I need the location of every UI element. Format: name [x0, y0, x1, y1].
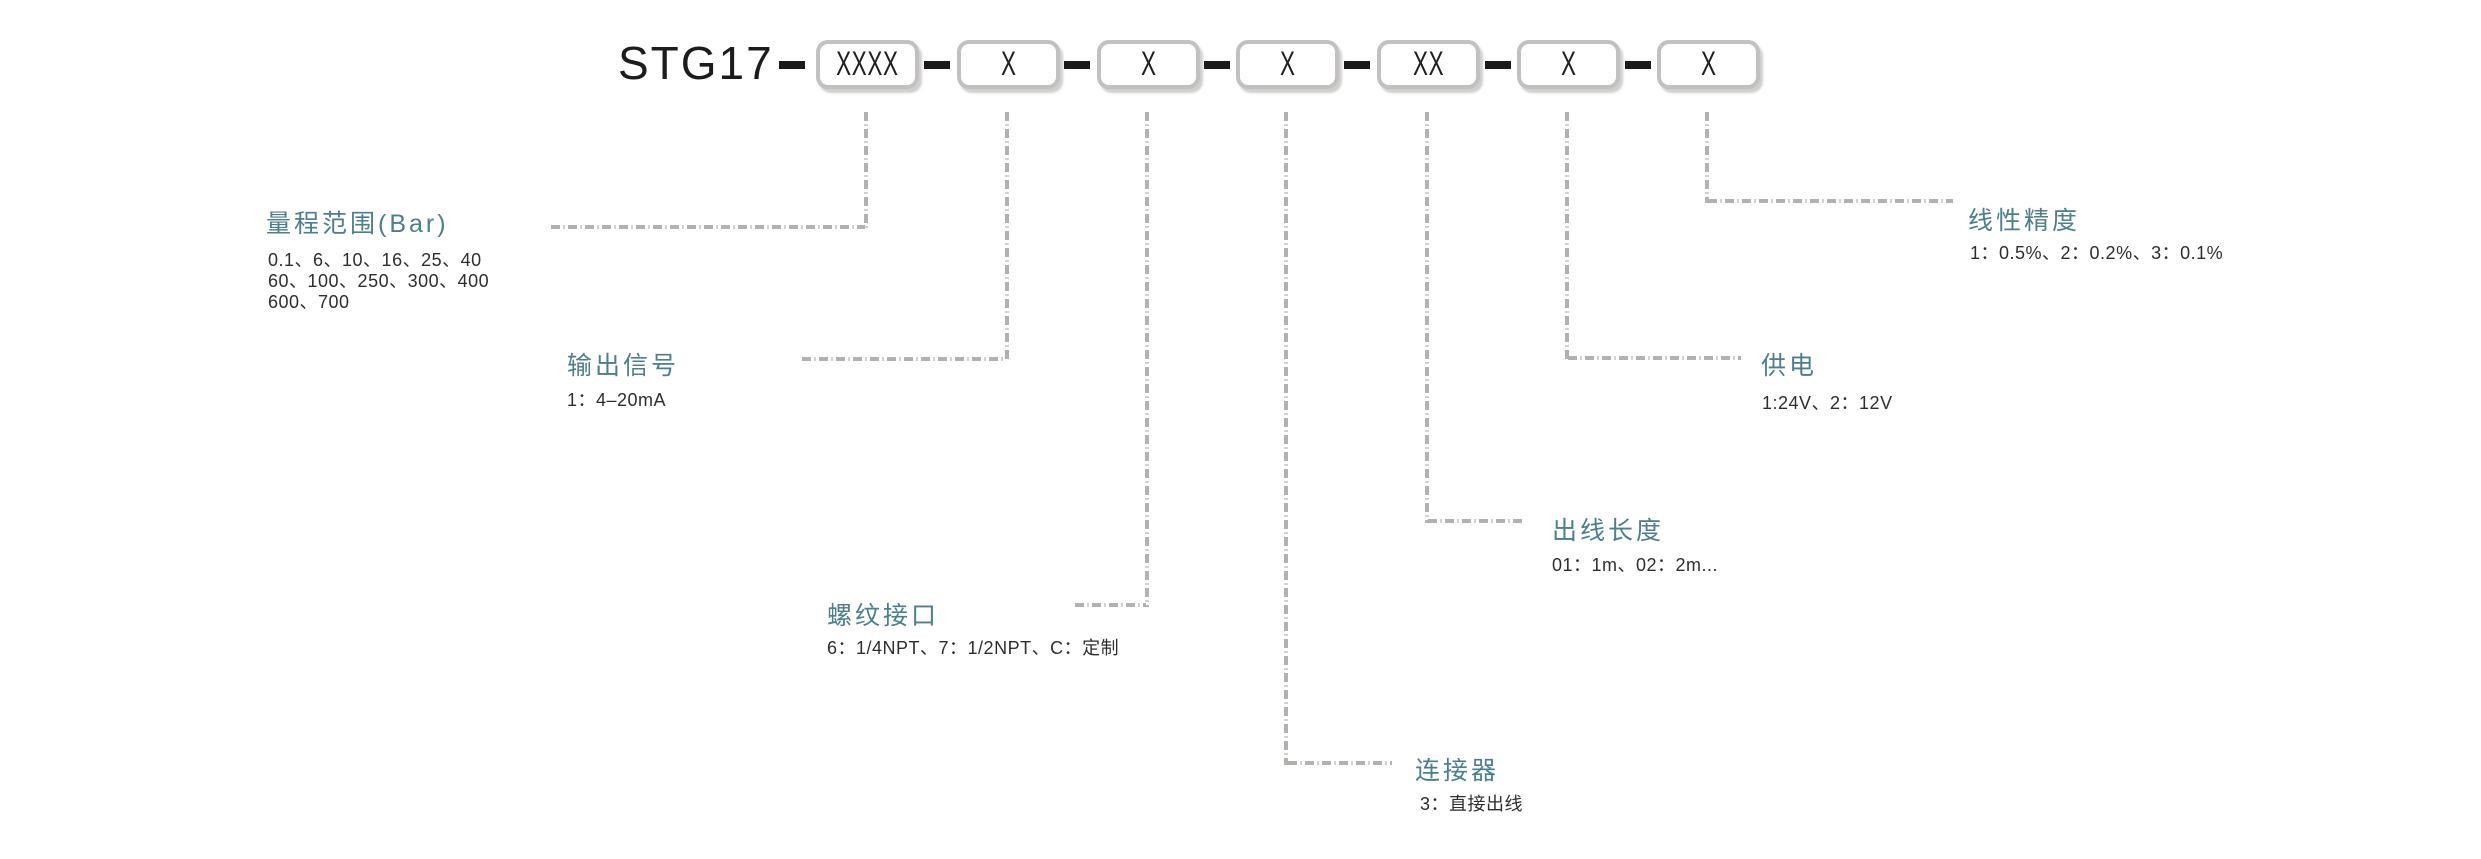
label-range-values-line2: 60、100、250、300、400	[268, 271, 490, 291]
label-thread-title: 螺纹接口	[827, 602, 940, 630]
code-separator-dash	[779, 61, 805, 69]
label-thread-value: 6：1/4NPT、7：1/2NPT、C：定制	[827, 638, 1120, 658]
leader-line-connector-vertical	[1284, 112, 1288, 765]
leader-line-power-horizontal	[1568, 356, 1741, 360]
label-cable-title: 出线长度	[1552, 517, 1665, 545]
label-range-title: 量程范围(Bar)	[266, 210, 449, 238]
leader-line-thread-vertical	[1145, 112, 1149, 607]
code-box-accuracy: X	[1657, 40, 1760, 89]
code-box-cable: XX	[1377, 40, 1480, 89]
code-box-thread: X	[1097, 40, 1200, 89]
label-output-title: 输出信号	[567, 352, 680, 380]
leader-line-range-vertical	[864, 112, 868, 229]
code-box-accuracy-text: X	[1700, 45, 1717, 83]
label-connector-value: 3：直接出线	[1420, 794, 1524, 814]
code-box-power: X	[1517, 40, 1620, 89]
label-range-values: 0.1、6、10、16、25、40 60、100、250、300、400 600…	[268, 250, 489, 313]
code-box-cable-text: XX	[1412, 45, 1445, 83]
leader-line-thread-horizontal	[1075, 603, 1146, 607]
leader-line-output-vertical	[1005, 112, 1009, 361]
leader-line-cable-horizontal	[1428, 519, 1523, 523]
code-box-thread-text: X	[1140, 45, 1157, 83]
code-box-range-text: XXXX	[836, 45, 899, 83]
label-range-values-line3: 600、700	[268, 292, 350, 312]
label-power-title: 供电	[1761, 352, 1818, 380]
code-separator-dash	[924, 61, 950, 69]
code-box-range: XXXX	[816, 40, 919, 89]
leader-line-connector-horizontal	[1288, 761, 1392, 765]
code-separator-dash	[1485, 61, 1511, 69]
leader-line-cable-vertical	[1425, 112, 1429, 523]
leader-line-accuracy-vertical	[1705, 112, 1709, 203]
code-box-output-text: X	[1000, 45, 1017, 83]
leader-line-range-horizontal	[551, 225, 865, 229]
code-box-output: X	[957, 40, 1060, 89]
label-output-value: 1：4–20mA	[567, 390, 667, 410]
label-connector-title: 连接器	[1415, 757, 1500, 785]
leader-line-accuracy-horizontal	[1708, 199, 1953, 203]
code-separator-dash	[1204, 61, 1230, 69]
label-cable-value: 01：1m、02：2m...	[1552, 555, 1719, 575]
code-separator-dash	[1625, 61, 1651, 69]
code-box-power-text: X	[1560, 45, 1577, 83]
leader-line-power-vertical	[1565, 112, 1569, 360]
label-range-values-line1: 0.1、6、10、16、25、40	[268, 250, 482, 270]
code-separator-dash	[1064, 61, 1090, 69]
model-prefix: STG17	[618, 37, 774, 89]
code-box-connector: X	[1236, 40, 1339, 89]
code-separator-dash	[1344, 61, 1370, 69]
label-accuracy-title: 线性精度	[1968, 207, 2081, 235]
label-power-value: 1:24V、2：12V	[1762, 393, 1893, 413]
code-box-connector-text: X	[1279, 45, 1296, 83]
leader-line-output-horizontal	[802, 357, 1006, 361]
label-accuracy-value: 1：0.5%、2：0.2%、3：0.1%	[1970, 243, 2224, 263]
